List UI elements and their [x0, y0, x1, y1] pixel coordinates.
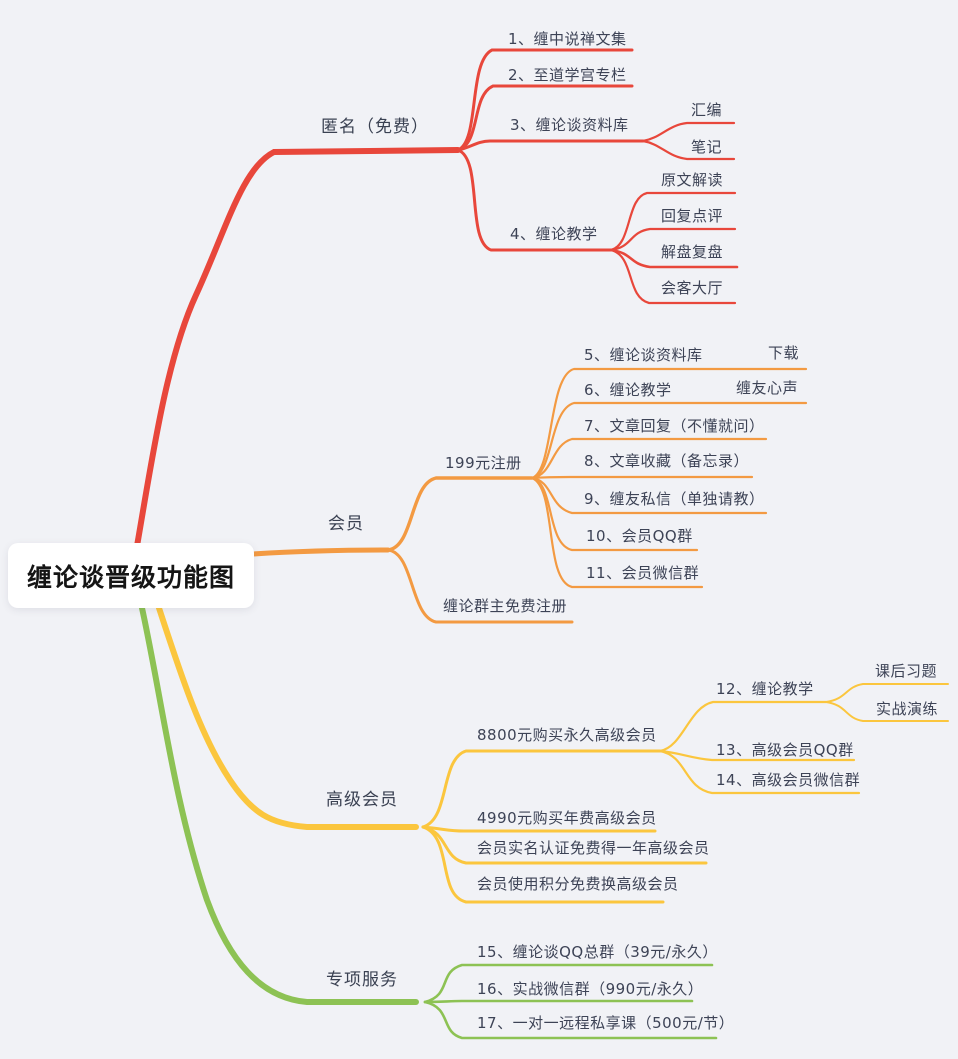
node-article-reply-7[interactable]: 7、文章回复（不懂就问） — [584, 417, 765, 435]
connector-qq-main-group-15 — [423, 963, 714, 1004]
connector-teaching — [456, 148, 613, 252]
node-teaching[interactable]: 4、缠论教学 — [510, 225, 598, 243]
connector-market-review — [609, 248, 739, 269]
node-realname-free-year[interactable]: 会员实名认证免费得一年高级会员 — [477, 839, 710, 857]
node-private-message-9[interactable]: 9、缠友私信（单独请教） — [584, 490, 765, 508]
branch-member[interactable]: 会员 — [328, 514, 364, 534]
connector-premium-main — [156, 605, 419, 830]
connector-premium-wechat-group-14 — [658, 749, 861, 795]
branch-special-services[interactable]: 专项服务 — [326, 970, 398, 990]
connector-article-favorite-8 — [530, 475, 754, 480]
connector-practice-wechat-16 — [423, 999, 694, 1004]
connector-remote-class-17 — [423, 1000, 718, 1040]
branch-premium-member[interactable]: 高级会员 — [326, 790, 398, 810]
connector-zhidao-column — [456, 84, 634, 152]
connector-register-199 — [386, 476, 534, 552]
connector-member-wechat-group-11 — [530, 476, 704, 589]
connector-buy-permanent-8800 — [421, 749, 662, 829]
connector-guest-hall — [609, 248, 737, 305]
connector-teaching-12 — [658, 700, 828, 753]
node-teaching-12[interactable]: 12、缠论教学 — [716, 680, 814, 698]
node-download[interactable]: 下载 — [768, 344, 800, 362]
node-points-exchange[interactable]: 会员使用积分免费换高级会员 — [477, 875, 679, 893]
node-database-5[interactable]: 5、缠论谈资料库 — [584, 346, 703, 364]
connector-notes — [641, 139, 736, 161]
root-node[interactable]: 缠论谈晋级功能图 — [8, 543, 254, 608]
node-premium-qq-group-13[interactable]: 13、高级会员QQ群 — [716, 741, 854, 759]
root-title: 缠论谈晋级功能图 — [26, 562, 235, 592]
connector-database-5 — [530, 367, 808, 480]
node-member-wechat-group-11[interactable]: 11、会员微信群 — [586, 564, 700, 582]
node-practice-wechat-group-16[interactable]: 16、实战微信群（990元/永久） — [477, 980, 704, 998]
node-reply-comments[interactable]: 回复点评 — [661, 207, 724, 225]
connector-practice-drill — [825, 701, 949, 722]
node-zhidao-column[interactable]: 2、至道学宫专栏 — [508, 66, 627, 84]
node-original-interpretation[interactable]: 原文解读 — [661, 171, 724, 189]
node-premium-wechat-group-14[interactable]: 14、高级会员微信群 — [716, 771, 861, 789]
node-homework[interactable]: 课后习题 — [875, 662, 938, 680]
node-teaching-6[interactable]: 6、缠论教学 — [584, 381, 672, 399]
node-buy-permanent-8800[interactable]: 8800元购买永久高级会员 — [477, 726, 657, 744]
connector-buy-annual-4990 — [421, 825, 657, 833]
connector-compilation — [641, 121, 736, 143]
connector-homework — [825, 683, 949, 703]
node-notes[interactable]: 笔记 — [691, 138, 723, 156]
node-member-voice[interactable]: 缠友心声 — [736, 379, 799, 397]
node-remote-class-17[interactable]: 17、一对一远程私享课（500元/节） — [477, 1014, 735, 1032]
node-article-favorite-8[interactable]: 8、文章收藏（备忘录） — [584, 452, 750, 470]
node-member-qq-group-10[interactable]: 10、会员QQ群 — [586, 527, 693, 545]
branch-anonymous-free[interactable]: 匿名（免费） — [321, 117, 429, 137]
node-compilation[interactable]: 汇编 — [691, 101, 723, 119]
node-qq-main-group-15[interactable]: 15、缠论谈QQ总群（39元/永久） — [477, 943, 718, 961]
node-chan-anthology[interactable]: 1、缠中说禅文集 — [508, 30, 627, 48]
connector-anonymous-main — [134, 147, 461, 549]
node-register-199[interactable]: 199元注册 — [445, 454, 522, 472]
node-market-review[interactable]: 解盘复盘 — [661, 243, 724, 261]
connector-member-main — [250, 547, 391, 557]
node-guest-hall[interactable]: 会客大厅 — [661, 279, 724, 297]
connector-database — [456, 139, 645, 152]
node-practice-drill[interactable]: 实战演练 — [876, 700, 939, 718]
connector-reply-comments — [609, 227, 737, 252]
connector-services-main — [139, 605, 419, 1005]
node-buy-annual-4990[interactable]: 4990元购买年费高级会员 — [477, 809, 657, 827]
connector-points-exchange — [421, 825, 665, 904]
node-database[interactable]: 3、缠论谈资料库 — [510, 116, 629, 134]
connector-chan-anthology — [456, 48, 634, 152]
connector-article-reply-7 — [530, 437, 768, 480]
connector-teaching-6 — [530, 401, 808, 480]
connector-private-message-9 — [530, 476, 768, 515]
connector-owner-free-register — [386, 548, 574, 624]
connector-original-interpretation — [609, 191, 737, 252]
node-owner-free-register[interactable]: 缠论群主免费注册 — [443, 597, 568, 615]
